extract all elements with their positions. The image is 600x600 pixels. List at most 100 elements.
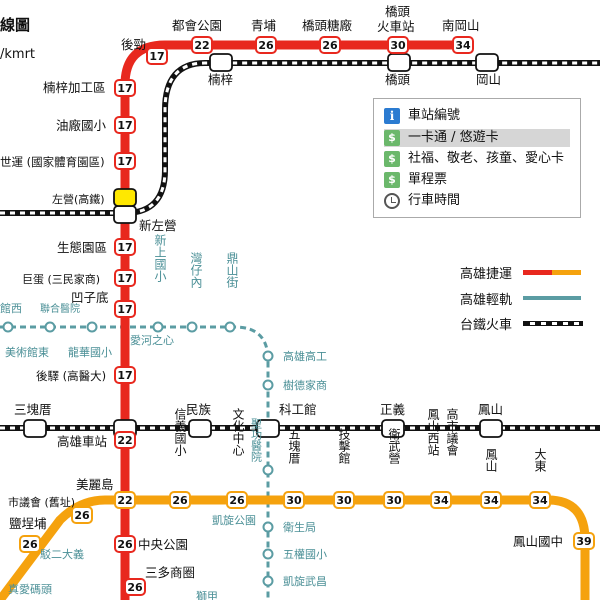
svg-text:17: 17 [117, 272, 132, 285]
svg-text:聯合醫院: 聯合醫院 [40, 302, 80, 315]
orange-badges [19, 491, 595, 553]
svg-text:26: 26 [117, 538, 133, 551]
svg-text:26: 26 [172, 494, 188, 507]
svg-text:美術館東: 美術館東 [5, 345, 49, 359]
legend-item-ipass: $ 一卡通 / 悠遊卡 [384, 129, 570, 147]
svg-text:後勁: 後勁 [121, 37, 146, 52]
svg-text:南岡山: 南岡山 [442, 18, 480, 33]
red-badge-labels: 17 22 26 26 30 34 17 17 17 17 17 17 17 2… [117, 39, 471, 594]
svg-text:34: 34 [483, 494, 499, 507]
svg-text:30: 30 [286, 494, 302, 507]
svg-text:科工館: 科工館 [279, 402, 317, 417]
svg-text:17: 17 [117, 82, 132, 95]
svg-text:26: 26 [322, 39, 338, 52]
line-legend-label: 高雄輕軌 [460, 293, 513, 308]
svg-text:三塊厝: 三塊厝 [14, 402, 52, 417]
svg-text:高雄車站: 高雄車站 [57, 434, 107, 449]
svg-text:生態園區: 生態園區 [57, 240, 107, 255]
clock-icon [384, 193, 400, 209]
svg-text:楠梓加工區: 楠梓加工區 [43, 80, 106, 95]
svg-text:26: 26 [22, 538, 38, 551]
svg-text:世運 (國家體育園區): 世運 (國家體育園區) [0, 155, 105, 169]
svg-text:鹽埕埔: 鹽埕埔 [9, 516, 47, 531]
svg-text:巨蛋 (三民家商): 巨蛋 (三民家商) [22, 272, 100, 286]
svg-text:龍華國小: 龍華國小 [68, 345, 112, 359]
svg-text:岡山: 岡山 [476, 72, 501, 87]
svg-text:灣仔內: 灣仔內 [189, 252, 203, 288]
svg-text:30: 30 [386, 494, 402, 507]
svg-text:信義國小: 信義國小 [173, 408, 187, 456]
svg-text:17: 17 [149, 50, 164, 63]
svg-text:17: 17 [117, 241, 132, 254]
svg-text:衛生局: 衛生局 [283, 520, 316, 534]
line-legend-label: 高雄捷運 [460, 267, 513, 282]
mrt-swatch [523, 270, 581, 275]
svg-text:青埔: 青埔 [251, 18, 277, 33]
svg-text:駁二大義: 駁二大義 [40, 547, 84, 561]
svg-text:中央公園: 中央公園 [138, 537, 188, 552]
card-icon: $ [384, 130, 400, 146]
svg-text:凱旋武昌: 凱旋武昌 [283, 574, 327, 588]
svg-text:34: 34 [433, 494, 449, 507]
svg-text:線圖: 線圖 [0, 16, 30, 34]
line-legend-rail: 台鐵火車 [460, 314, 583, 333]
svg-text:高市議會: 高市議會 [445, 407, 459, 457]
svg-text:油廠國小: 油廠國小 [56, 118, 107, 133]
vertical-labels: 新上國小 灣仔內 鼎山街 信義國小 文化中心 聖功醫院 五塊厝 技擊館 衛武營 … [153, 233, 547, 472]
svg-text:26: 26 [258, 39, 274, 52]
orange-badge-labels: 22 26 26 30 30 30 34 34 34 26 26 39 [22, 494, 591, 551]
svg-text:34: 34 [532, 494, 548, 507]
legend-item-station-number: i 車站編號 [384, 107, 460, 125]
svg-text:橋頭: 橋頭 [385, 4, 411, 19]
svg-text:五權國小: 五權國小 [283, 548, 327, 561]
line-legend-mrt: 高雄捷運 [460, 263, 581, 282]
svg-text:26: 26 [229, 494, 245, 507]
svg-text:真愛碼頭: 真愛碼頭 [8, 582, 52, 596]
svg-text:凹子底: 凹子底 [71, 290, 109, 305]
rail-stations [23, 53, 503, 438]
svg-text:五塊厝: 五塊厝 [287, 428, 301, 465]
svg-text:高雄高工: 高雄高工 [283, 349, 327, 363]
legend-label: 車站編號 [408, 108, 461, 123]
svg-text:30: 30 [336, 494, 352, 507]
legend-item-travel-time: 行車時間 [384, 192, 460, 210]
svg-text:26: 26 [74, 509, 90, 522]
legend-item-single-ticket: $ 單程票 [384, 171, 447, 189]
legend-label: 行車時間 [408, 193, 461, 208]
card-icon: $ [384, 151, 400, 167]
svg-text:館西: 館西 [0, 301, 22, 315]
svg-text:22: 22 [117, 434, 132, 447]
svg-text:鳳山西站: 鳳山西站 [426, 408, 440, 456]
svg-text:三多商圈: 三多商圈 [145, 565, 195, 580]
svg-text:17: 17 [117, 155, 132, 168]
legend-item-concession: $ 社福、敬老、孩童、愛心卡 [384, 150, 564, 168]
lrt-stations [2, 321, 274, 587]
svg-text:鳳山國中: 鳳山國中 [513, 534, 563, 549]
red-badges [114, 36, 474, 596]
svg-text:民族: 民族 [186, 402, 212, 417]
svg-text:文化中心: 文化中心 [231, 407, 245, 456]
svg-text:都會公園: 都會公園 [172, 18, 222, 33]
svg-text:正義: 正義 [380, 402, 406, 417]
svg-text:鼎山街: 鼎山街 [225, 252, 239, 288]
station-labels: 線圖 /kmrt 後勁 都會公園 青埔 橋頭糖廠 橋頭 火車站 南岡山 楠梓加工… [0, 4, 563, 580]
zuoying-hsr-marker [113, 188, 137, 207]
svg-text:美麗島: 美麗島 [76, 477, 114, 492]
fare-legend: i 車站編號 $ 一卡通 / 悠遊卡 $ 社福、敬老、孩童、愛心卡 $ 單程票 … [373, 98, 581, 218]
svg-text:衛武營: 衛武營 [387, 428, 401, 465]
line-legend-lrt: 高雄輕軌 [460, 289, 581, 308]
svg-text:26: 26 [127, 581, 143, 594]
svg-text:後驛 (高醫大): 後驛 (高醫大) [36, 369, 106, 383]
svg-text:聖功醫院: 聖功醫院 [250, 418, 263, 462]
card-icon: $ [384, 172, 400, 188]
svg-text:新左營: 新左營 [139, 218, 177, 233]
legend-label: 一卡通 / 悠遊卡 [408, 130, 499, 145]
rail-swatch [523, 321, 583, 326]
legend-label: 社福、敬老、孩童、愛心卡 [408, 151, 565, 166]
svg-text:大東: 大東 [533, 448, 547, 472]
svg-text:17: 17 [117, 303, 132, 316]
svg-text:17: 17 [117, 369, 132, 382]
line-legend-label: 台鐵火車 [460, 318, 513, 333]
svg-text:市議會 (舊址): 市議會 (舊址) [8, 495, 75, 509]
